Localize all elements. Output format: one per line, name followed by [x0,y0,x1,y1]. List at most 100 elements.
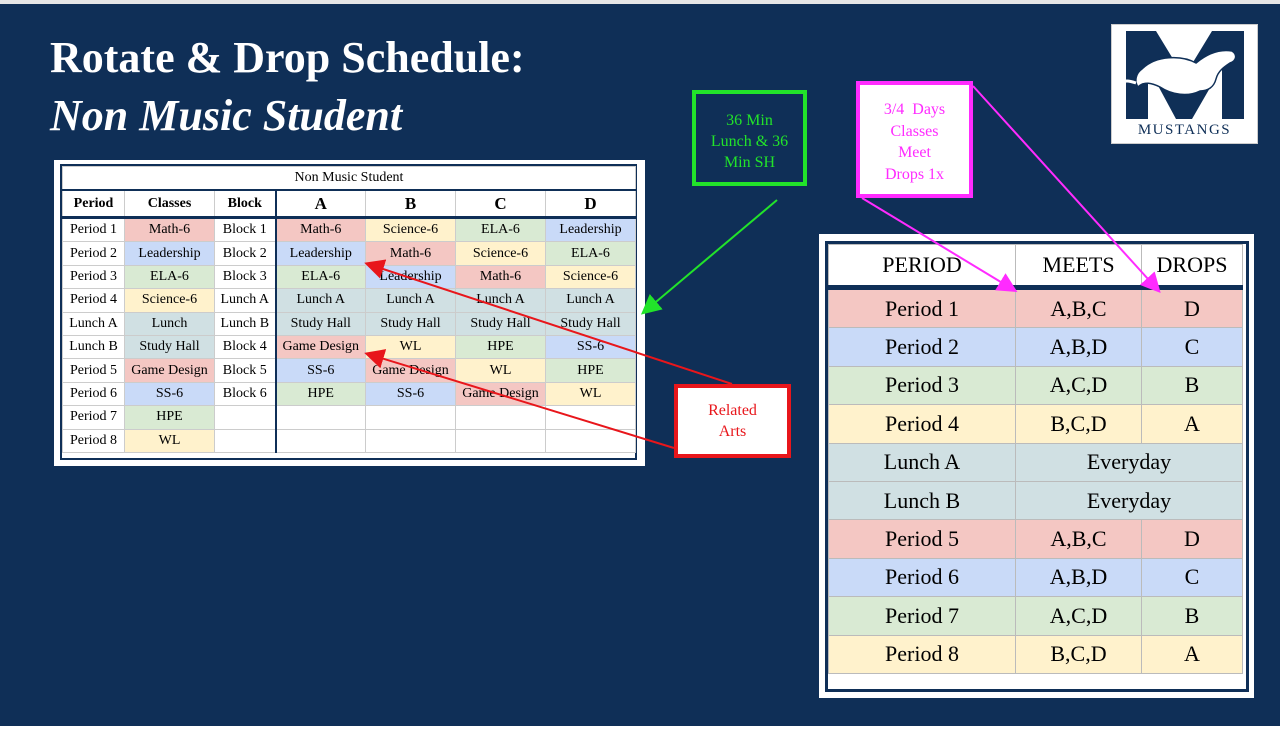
related-arts-callout: Related Arts [674,384,791,458]
table-cell: Block 6 [214,381,277,407]
meets-cell: Everyday [1015,480,1243,521]
meets-cell: A,B,C [1015,286,1142,329]
table-cell: Block 5 [214,358,277,383]
table-cell: Study Hall [545,311,636,336]
table-cell: Lunch A [62,311,125,336]
period-cell: Period 6 [828,557,1016,598]
table-cell: ELA-6 [455,216,546,243]
table-cell: HPE [455,334,546,360]
table-cell: Lunch A [214,288,277,313]
table-cell: Science-6 [365,216,456,243]
drops-cell: A [1141,634,1243,674]
drops-cell: D [1141,286,1243,329]
drops-cell: A [1141,404,1243,444]
table-cell [214,428,277,453]
callout-line: Lunch & 36 [710,133,789,150]
meets-cell: B,C,D [1015,634,1142,674]
table-cell: Lunch A [455,288,546,313]
table-cell: Science-6 [455,241,546,266]
table-cell: Lunch B [214,311,277,336]
callout-line: 3/4 Days [883,101,946,118]
table-cell: Game Design [275,334,366,360]
table-cell: Game Design [365,358,456,383]
meets-callout: 3/4 Days Classes Meet Drops 1x [856,81,973,198]
table-cell: Period 6 [62,381,125,407]
drops-cell: C [1141,327,1243,367]
horse-icon [1116,31,1244,119]
period-cell: Period 2 [828,327,1016,367]
table-cell: Math-6 [455,264,546,290]
table-cell: Game Design [455,381,546,407]
table-cell [545,428,636,453]
meets-cell: Everyday [1015,442,1243,482]
table-cell: Leadership [124,241,215,266]
table-cell: Period 2 [62,241,125,266]
table-cell: WL [455,358,546,383]
table-cell: SS-6 [124,381,215,407]
table-cell: Lunch A [275,288,366,313]
column-header: C [455,189,546,219]
table-cell [455,428,546,453]
table-cell: ELA-6 [275,264,366,290]
table-cell: HPE [545,358,636,383]
period-cell: Period 4 [828,404,1016,444]
table-cell: Block 2 [214,241,277,266]
table-cell: Period 8 [62,428,125,453]
period-cell: Period 8 [828,634,1016,674]
table-cell: WL [124,428,215,453]
table-title: Non Music Student [62,166,636,191]
table-cell: Block 1 [214,216,277,243]
meets-cell: B,C,D [1015,404,1142,444]
table-cell: WL [365,334,456,360]
table-cell: Block 3 [214,264,277,290]
header-drops: DROPS [1141,244,1243,290]
period-cell: Period 7 [828,596,1016,636]
table-cell: Lunch A [545,288,636,313]
table-cell [214,405,277,430]
table-cell: Block 4 [214,334,277,360]
column-header: A [275,189,366,219]
meets-cell: A,C,D [1015,365,1142,406]
table-cell: Science-6 [545,264,636,290]
table-cell: HPE [124,405,215,430]
column-header: Block [214,189,277,219]
table-cell [365,405,456,430]
table-cell: Leadership [545,216,636,243]
callout-line: Related [708,402,757,419]
meets-cell: A,B,D [1015,557,1142,598]
table-cell: Lunch [124,311,215,336]
header-period: PERIOD [828,244,1016,290]
callout-line: Classes [890,122,939,140]
table-cell: Math-6 [275,216,366,243]
column-header: D [545,189,636,219]
callout-line: 36 Min [726,112,773,129]
table-cell: ELA-6 [545,241,636,266]
slide-title: Rotate & Drop Schedule: [50,33,525,82]
slide-subtitle: Non Music Student [50,91,403,140]
table-cell: Math-6 [124,216,215,243]
table-cell: SS-6 [545,334,636,360]
table-cell: Study Hall [365,311,456,336]
table-cell [365,428,456,453]
table-cell: SS-6 [365,381,456,407]
table-cell [275,405,366,430]
drops-cell: B [1141,596,1243,636]
